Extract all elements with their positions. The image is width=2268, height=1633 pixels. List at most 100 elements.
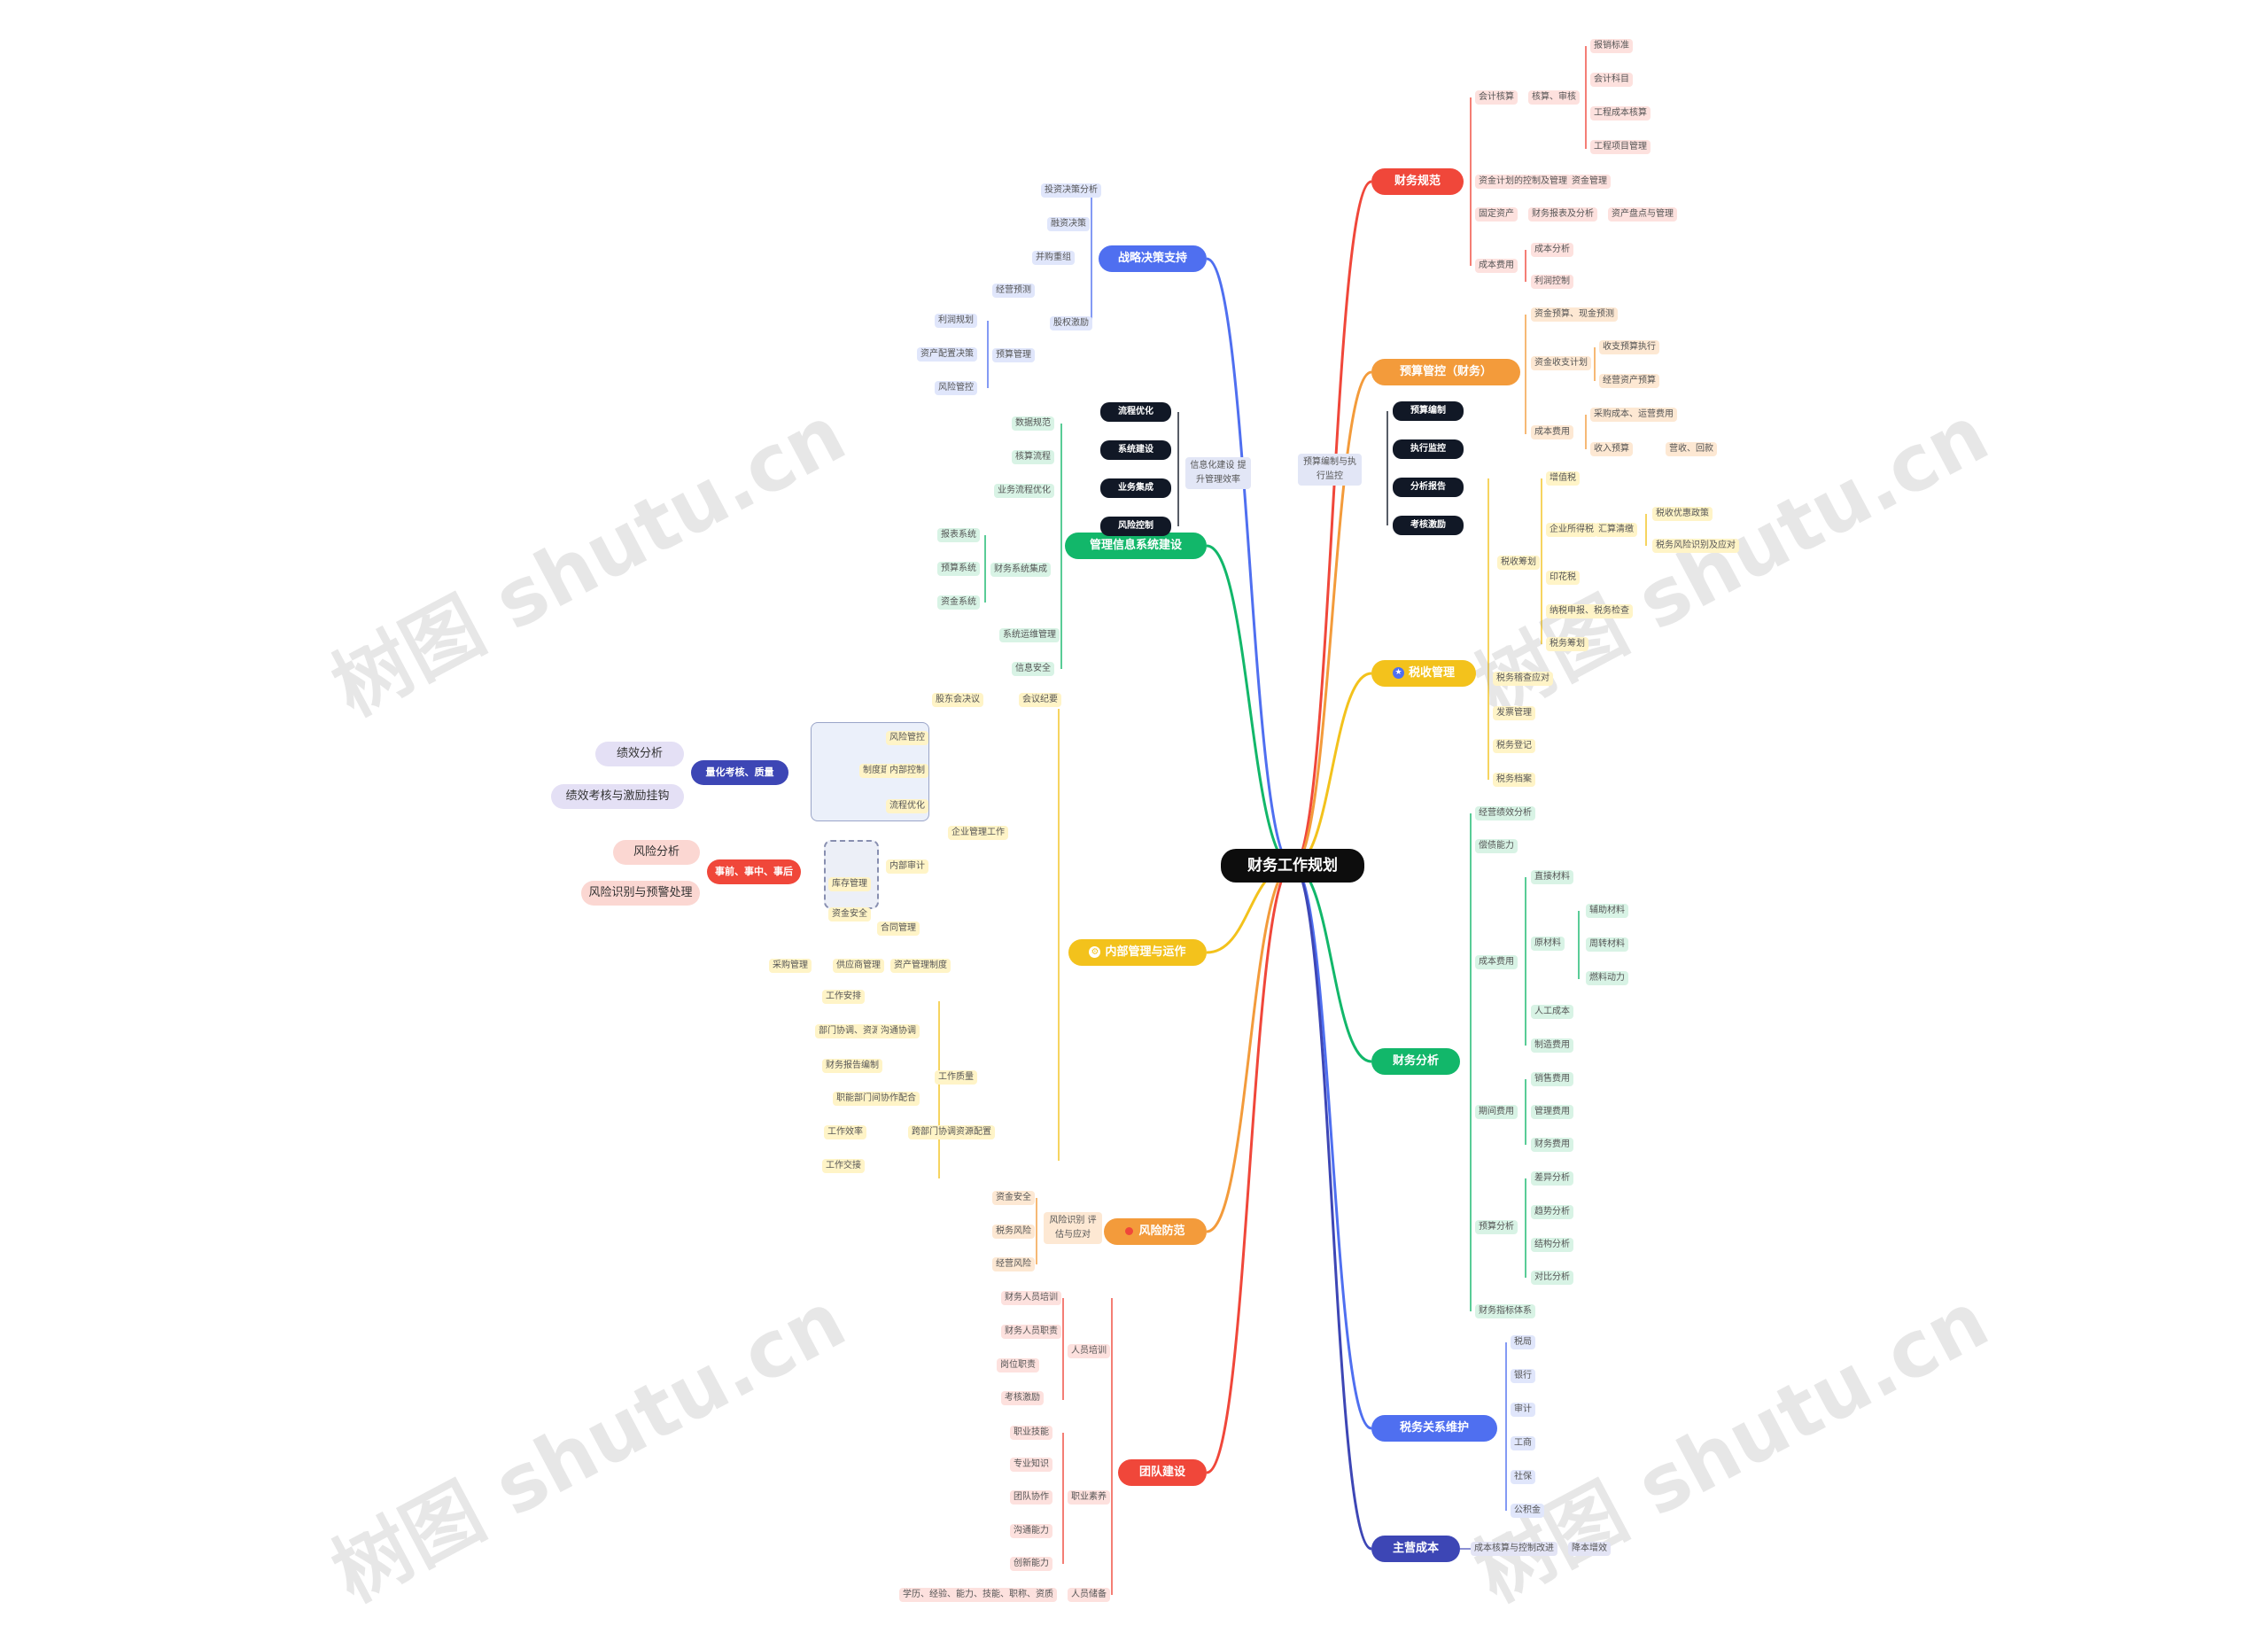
leaf-node[interactable]: 学历、经验、能力、技能、职称、资质	[899, 1588, 1057, 1602]
leaf-node[interactable]: 资金计划的控制及管理	[1475, 175, 1571, 189]
pill-red-2[interactable]: 风险识别与预警处理	[581, 881, 700, 906]
branch-cost[interactable]: 主营成本	[1371, 1536, 1460, 1562]
leaf-node[interactable]: 岗位职责	[997, 1358, 1039, 1372]
leaf-node[interactable]: 融资决策	[1047, 217, 1090, 231]
leaf-node[interactable]: 财务系统集成	[990, 563, 1051, 577]
leaf-node[interactable]: 辅助材料	[1586, 904, 1628, 918]
leaf-node[interactable]: 财务人员职责	[1001, 1325, 1061, 1339]
leaf-node[interactable]: 税收优惠政策	[1652, 507, 1713, 521]
leaf-node[interactable]: 税务稽查应对	[1493, 672, 1553, 686]
leaf-node[interactable]: 内部审计	[886, 859, 928, 874]
leaf-node[interactable]: 利润规划	[935, 314, 977, 328]
leaf-node[interactable]: 税务风险识别及应对	[1652, 539, 1739, 553]
leaf-node[interactable]: 团队协作	[1010, 1490, 1052, 1505]
leaf-node[interactable]: 财务费用	[1531, 1138, 1573, 1152]
leaf-node[interactable]: 资产管理制度	[890, 959, 951, 973]
leaf-node[interactable]: 社保	[1511, 1470, 1535, 1484]
branch-internal[interactable]: ⚙内部管理与运作	[1068, 939, 1207, 966]
leaf-node[interactable]: 资金预算、现金预测	[1531, 307, 1618, 322]
leaf-node[interactable]: 税务风险	[992, 1225, 1035, 1239]
dark-node[interactable]: 预算编制	[1393, 401, 1464, 421]
leaf-node[interactable]: 业务流程优化	[994, 484, 1054, 498]
leaf-node[interactable]: 公积金	[1511, 1504, 1544, 1518]
leaf-node[interactable]: 人员培训	[1068, 1344, 1110, 1358]
leaf-node[interactable]: 跨部门协调资源配置	[908, 1125, 995, 1139]
dark-node[interactable]: 系统建设	[1100, 440, 1171, 460]
leaf-node[interactable]: 工作交接	[822, 1159, 865, 1173]
branch-risk[interactable]: 风险防范	[1104, 1218, 1207, 1245]
leaf-node[interactable]: 趋势分析	[1531, 1205, 1573, 1219]
leaf-node[interactable]: 燃料动力	[1586, 971, 1628, 985]
leaf-node[interactable]: 收入预算	[1590, 442, 1633, 456]
dark-node[interactable]: 考核激励	[1393, 516, 1464, 535]
leaf-node[interactable]: 收支预算执行	[1599, 340, 1659, 354]
leaf-node[interactable]: 固定资产	[1475, 207, 1518, 222]
leaf-node[interactable]: 投资决策分析	[1041, 183, 1101, 198]
leaf-node[interactable]: 纳税申报、税务检查	[1546, 604, 1633, 618]
leaf-node[interactable]: 职能部门间协作配合	[833, 1092, 920, 1106]
leaf-node[interactable]: 预算系统	[937, 562, 980, 576]
leaf-node[interactable]: 管理费用	[1531, 1105, 1573, 1119]
leaf-node[interactable]: 采购管理	[769, 959, 812, 973]
leaf-node[interactable]: 成本费用	[1531, 425, 1573, 439]
leaf-node[interactable]: 经营预测	[992, 284, 1035, 298]
leaf-node[interactable]: 税务登记	[1493, 739, 1535, 753]
leaf-node[interactable]: 发票管理	[1493, 706, 1535, 720]
leaf-node[interactable]: 工程项目管理	[1590, 140, 1651, 154]
leaf-node[interactable]: 沟通协调	[877, 1024, 920, 1038]
leaf-node[interactable]: 经营资产预算	[1599, 374, 1659, 388]
branch-finance-norm[interactable]: 财务规范	[1371, 168, 1464, 195]
leaf-node[interactable]: 工程成本核算	[1590, 106, 1651, 121]
leaf-node[interactable]: 财务报告编制	[822, 1059, 882, 1073]
leaf-node[interactable]: 工作效率	[824, 1125, 866, 1139]
leaf-node[interactable]: 报表系统	[937, 528, 980, 542]
leaf-node[interactable]: 税务档案	[1493, 773, 1535, 787]
leaf-node[interactable]: 股权激励	[1050, 316, 1092, 330]
leaf-node[interactable]: 工作安排	[822, 990, 865, 1004]
leaf-node[interactable]: 会议纪要	[1019, 693, 1061, 707]
dark-node[interactable]: 风险控制	[1100, 517, 1171, 536]
pill-red-1[interactable]: 风险分析	[613, 840, 700, 865]
leaf-node[interactable]: 数据规范	[1012, 416, 1054, 431]
leaf-node[interactable]: 增值税	[1546, 471, 1580, 486]
leaf-node[interactable]: 核算、审核	[1528, 90, 1580, 105]
leaf-node[interactable]: 偿债能力	[1475, 839, 1518, 853]
leaf-node[interactable]: 资金系统	[937, 595, 980, 610]
leaf-node[interactable]: 内部控制	[886, 764, 928, 778]
leaf-node[interactable]: 考核激励	[1001, 1391, 1044, 1405]
branch-strategy[interactable]: 战略决策支持	[1099, 245, 1207, 272]
leaf-node[interactable]: 经营风险	[992, 1257, 1035, 1271]
leaf-node[interactable]: 差异分析	[1531, 1171, 1573, 1186]
branch-analysis[interactable]: 财务分析	[1371, 1048, 1460, 1075]
dark-node[interactable]: 分析报告	[1393, 478, 1464, 497]
branch-mgmt[interactable]: 管理信息系统建设	[1065, 533, 1207, 559]
leaf-node[interactable]: 审计	[1511, 1403, 1535, 1417]
pill-purple-1[interactable]: 绩效分析	[595, 742, 684, 766]
leaf-node[interactable]: 结构分析	[1531, 1238, 1573, 1252]
leaf-node[interactable]: 采购成本、运营费用	[1590, 408, 1677, 422]
leaf-node[interactable]: 系统运维管理	[999, 628, 1060, 642]
leaf-node[interactable]: 人工成本	[1531, 1005, 1573, 1019]
leaf-node[interactable]: 会计核算	[1475, 90, 1518, 105]
leaf-node[interactable]: 企业所得税	[1546, 523, 1597, 537]
leaf-node[interactable]: 企业管理工作	[948, 826, 1008, 840]
leaf-node[interactable]: 成本费用	[1475, 955, 1518, 969]
leaf-node[interactable]: 核算流程	[1012, 450, 1054, 464]
leaf-node[interactable]: 直接材料	[1531, 870, 1573, 884]
dark-node[interactable]: 执行监控	[1393, 439, 1464, 459]
leaf-node[interactable]: 原材料	[1531, 937, 1565, 951]
leaf-node[interactable]: 制造费用	[1531, 1038, 1573, 1053]
leaf-node[interactable]: 银行	[1511, 1369, 1535, 1383]
leaf-node[interactable]: 风险管控	[886, 731, 928, 745]
dark-node[interactable]: 业务集成	[1100, 478, 1171, 498]
leaf-node[interactable]: 职业技能	[1010, 1426, 1052, 1440]
leaf-node[interactable]: 成本分析	[1531, 243, 1573, 257]
leaf-node[interactable]: 资金收支计划	[1531, 356, 1591, 370]
leaf-node[interactable]: 预算管理	[992, 348, 1035, 362]
leaf-node[interactable]: 财务报表及分析	[1528, 207, 1597, 222]
branch-tax[interactable]: ★税收管理	[1371, 660, 1476, 687]
leaf-node[interactable]: 工作质量	[935, 1070, 977, 1085]
leaf-node[interactable]: 成本核算与控制改进	[1471, 1542, 1557, 1556]
leaf-node[interactable]: 会计科目	[1590, 73, 1633, 87]
root-topic[interactable]: 财务工作规划	[1221, 849, 1364, 883]
